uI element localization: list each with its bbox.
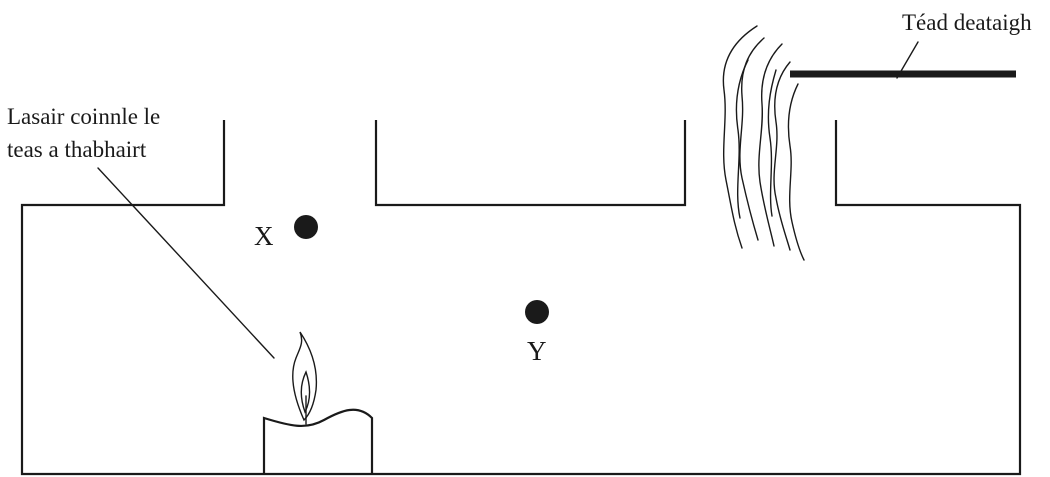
smoke-leader-line xyxy=(896,41,919,79)
candle xyxy=(262,331,374,474)
candle-leader-line xyxy=(97,167,275,359)
point-y-marker xyxy=(525,300,549,324)
smoke-string-label: Téad deataigh xyxy=(902,10,1032,35)
box-outline xyxy=(20,120,1022,476)
candle-label-line1: Lasair coinnle le xyxy=(7,104,160,129)
smoke-wisps xyxy=(722,25,805,261)
point-x-marker xyxy=(294,215,318,239)
point-x-label: X xyxy=(254,221,274,251)
candle-label-line2: teas a thabhairt xyxy=(7,137,147,162)
point-y-label: Y xyxy=(527,336,547,366)
